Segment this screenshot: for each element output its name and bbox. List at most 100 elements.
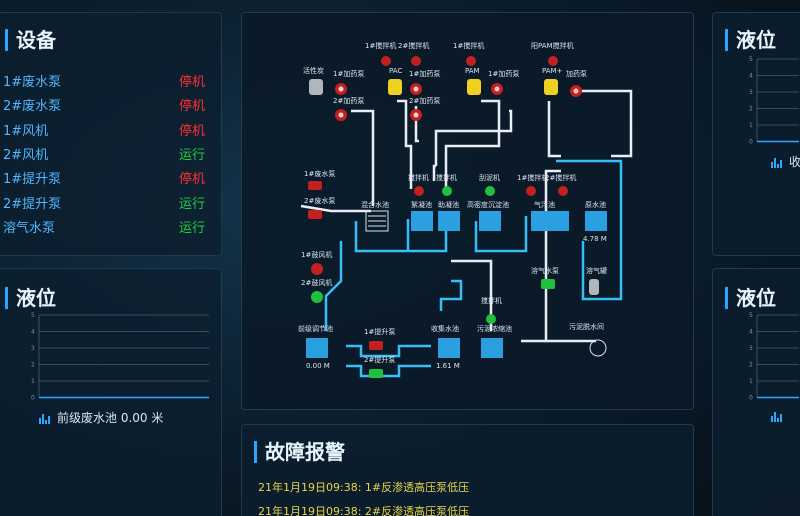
- pump-icon: [491, 83, 503, 95]
- clear-tank-label: 原水池: [585, 200, 606, 209]
- device-row[interactable]: 1#废水泵停机: [3, 71, 213, 95]
- mixer-icon: [411, 56, 421, 66]
- tanks-row-2: 前级调节池 0.00 M 1#提升泵 2#提升泵 收集水池 1.61 M 搅拌机…: [298, 296, 607, 378]
- dissolved-air: 溶气水泵 溶气罐: [531, 266, 607, 295]
- dosing-pumps: 1#加药泵 2#加药泵 1#加药泵 2#加药泵 1#加药泵 加药泵: [333, 69, 587, 121]
- y-tick-label: 4: [31, 329, 35, 336]
- mixer-icon: [548, 56, 558, 66]
- tanks-row-1: 混合水池 絮凝池 助凝池 高密度沉淀池 气浮池 原水池 4.78 M: [361, 200, 607, 243]
- fan-icon: [311, 263, 323, 275]
- device-row[interactable]: 2#提升泵 运行: [3, 193, 213, 217]
- bar-chart-icon: [39, 413, 51, 424]
- mixer-icon: [485, 186, 495, 196]
- mixer-icon: [414, 186, 424, 196]
- mid-mixers: 搅拌机 搅拌机 刮泥机 1#搅拌机 2#搅拌机: [408, 173, 576, 196]
- coag-tank-label: 絮凝池: [411, 200, 432, 209]
- left-level-panel-title: 液位: [5, 287, 56, 309]
- dosing-pump-label: 1#加药泵: [333, 69, 364, 78]
- left-level-legend: 前级废水池 0.00 米: [39, 409, 163, 426]
- devices-panel-title: 设备: [5, 29, 56, 51]
- dissolved-pump-label: 溶气水泵: [531, 266, 559, 275]
- y-tick-label: 4: [749, 329, 753, 336]
- process-diagram-panel: 1#搅拌机 2#搅拌机 1#搅拌机 阳PAM搅拌机 活性炭 PAC PAM PA…: [241, 12, 694, 410]
- pump-icon: [570, 85, 582, 97]
- blowers: 1#鼓风机 2#鼓风机: [301, 250, 332, 303]
- y-tick-label: 2: [749, 106, 753, 113]
- dosing-pump-label: 2#加药泵: [333, 96, 364, 105]
- device-status: 停机: [178, 123, 205, 139]
- device-name: 溶气水泵: [3, 220, 56, 236]
- y-tick-label: 1: [749, 122, 753, 129]
- dosing-pump-label: 1#加药泵: [488, 69, 519, 78]
- mix-tank: [365, 210, 389, 232]
- device-row[interactable]: 2#废水泵停机: [3, 95, 213, 119]
- mixer-icon: [466, 56, 476, 66]
- sediment-tank: [479, 211, 501, 231]
- left-waste-pumps: 1#废水泵 2#废水泵: [304, 169, 335, 219]
- collect-tank-label: 收集水池: [431, 324, 459, 333]
- waste-pump-label: 2#废水泵: [304, 196, 335, 205]
- dosing-pump-label: 2#加药泵: [409, 96, 440, 105]
- y-tick-label: 2: [749, 362, 753, 369]
- device-row[interactable]: 2#风机 运行: [3, 144, 213, 168]
- device-name: 2#提升泵: [3, 196, 62, 212]
- blower-label: 1#鼓风机: [301, 250, 332, 259]
- right-level-legend-bottom: [771, 409, 789, 423]
- pre-tank: [306, 338, 328, 358]
- pump-icon: [335, 83, 347, 95]
- y-tick-label: 3: [749, 345, 753, 352]
- top-label-3: 1#搅拌机: [453, 41, 484, 50]
- mixer-label: 搅拌机: [436, 173, 457, 182]
- pre-tank-label: 前级调节池: [298, 324, 333, 333]
- sludge-tank: [481, 338, 503, 358]
- pump-icon: [308, 210, 322, 219]
- clear-tank: [585, 211, 607, 231]
- alarm-row[interactable]: 21年1月19日09:38: 2#反渗透高压泵低压: [258, 503, 469, 516]
- y-tick-label: 0: [749, 395, 753, 402]
- drum-icon: [544, 79, 558, 95]
- filter-press-icon: [589, 339, 607, 357]
- device-row[interactable]: 1#风机停机: [3, 120, 213, 144]
- pump-icon: [335, 109, 347, 121]
- mixer-icon: [442, 186, 452, 196]
- device-status: 停机: [178, 75, 205, 90]
- alarm-message: 2#反渗透高压泵低压: [364, 505, 470, 516]
- mixer-icon: [486, 314, 496, 324]
- tank-icon: [589, 279, 599, 295]
- mixer-label: 2#搅拌机: [545, 173, 576, 182]
- mixer-label: 刮泥机: [479, 173, 500, 182]
- device-status: 运行: [178, 147, 205, 163]
- y-tick-label: 1: [749, 378, 753, 385]
- y-tick-label: 5: [749, 56, 753, 63]
- waste-pump-label: 1#废水泵: [304, 169, 335, 178]
- right-level-panel-top-title: 液位: [725, 29, 776, 51]
- top-mixer-labels: 1#搅拌机 2#搅拌机 1#搅拌机 阳PAM搅拌机: [365, 41, 574, 50]
- alarm-row[interactable]: 21年1月19日09:38: 1#反渗透高压泵低压: [258, 479, 469, 495]
- right-level-legend-top: 收: [771, 153, 800, 170]
- pump-icon: [410, 83, 422, 95]
- device-name: 1#提升泵: [3, 172, 62, 188]
- right-level-legend-top-text: 收: [789, 155, 800, 169]
- top-label-4: 阳PAM搅拌机: [531, 41, 574, 50]
- y-tick-label: 2: [31, 362, 35, 369]
- device-status: 运行: [178, 196, 205, 212]
- alarm-time: 21年1月19日09:38:: [258, 505, 362, 516]
- device-status: 运行: [178, 220, 205, 236]
- y-tick-label: 0: [749, 139, 753, 146]
- chemical-label-3: PAM: [465, 67, 480, 75]
- pump-icon: [308, 181, 322, 190]
- mixer-icon: [526, 186, 536, 196]
- top-label-2: 2#搅拌机: [398, 41, 429, 50]
- device-row[interactable]: 1#提升泵 停机: [3, 168, 213, 192]
- device-row[interactable]: 溶气水泵 运行: [3, 217, 213, 241]
- chemical-label-4: PAM+: [542, 67, 563, 75]
- device-status: 停机: [178, 172, 205, 188]
- device-name: 2#风机: [3, 147, 49, 163]
- aeration-tank-label: 气浮池: [534, 200, 555, 209]
